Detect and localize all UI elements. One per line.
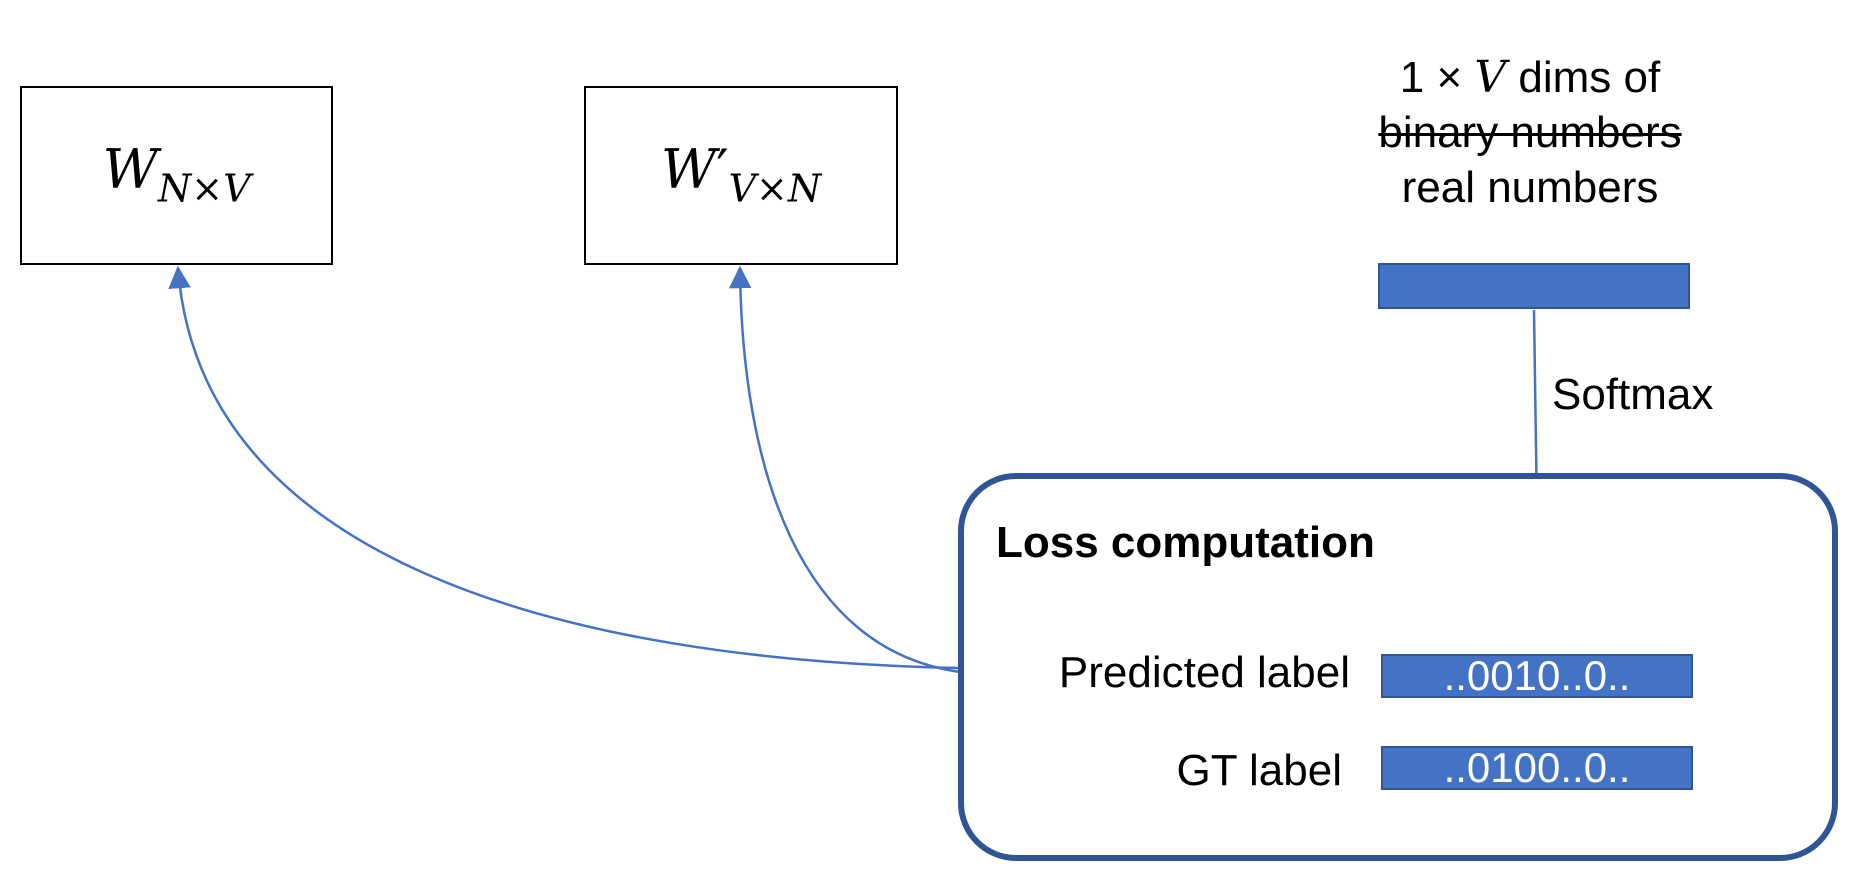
real-numbers-text: real numbers xyxy=(1401,163,1659,212)
predicted-label-vector: ..0010..0.. xyxy=(1381,654,1693,698)
dims-line: 1 × V dims of xyxy=(1399,52,1661,103)
gt-label-vector: ..0100..0.. xyxy=(1381,746,1693,790)
output-vector-bar xyxy=(1378,263,1690,309)
gradient-arrow-to-w-prime xyxy=(728,265,961,674)
w-prime-matrix-box: W′V×N xyxy=(584,86,898,265)
w-matrix-label: WN×V xyxy=(102,138,251,211)
w-matrix-box: WN×V xyxy=(20,86,333,265)
predicted-label-text: Predicted label xyxy=(1058,648,1350,697)
gradient-arrow-to-w xyxy=(168,265,961,670)
softmax-label: Softmax xyxy=(1552,370,1714,419)
loss-computation-title: Loss computation xyxy=(996,518,1375,567)
struck-binary-numbers: binary numbers xyxy=(1378,108,1682,157)
gt-label-text: GT label xyxy=(1176,746,1343,795)
w-prime-matrix-label: W′V×N xyxy=(660,138,822,211)
output-dims-description: 1 × V dims of binary numbers real number… xyxy=(1290,50,1770,215)
